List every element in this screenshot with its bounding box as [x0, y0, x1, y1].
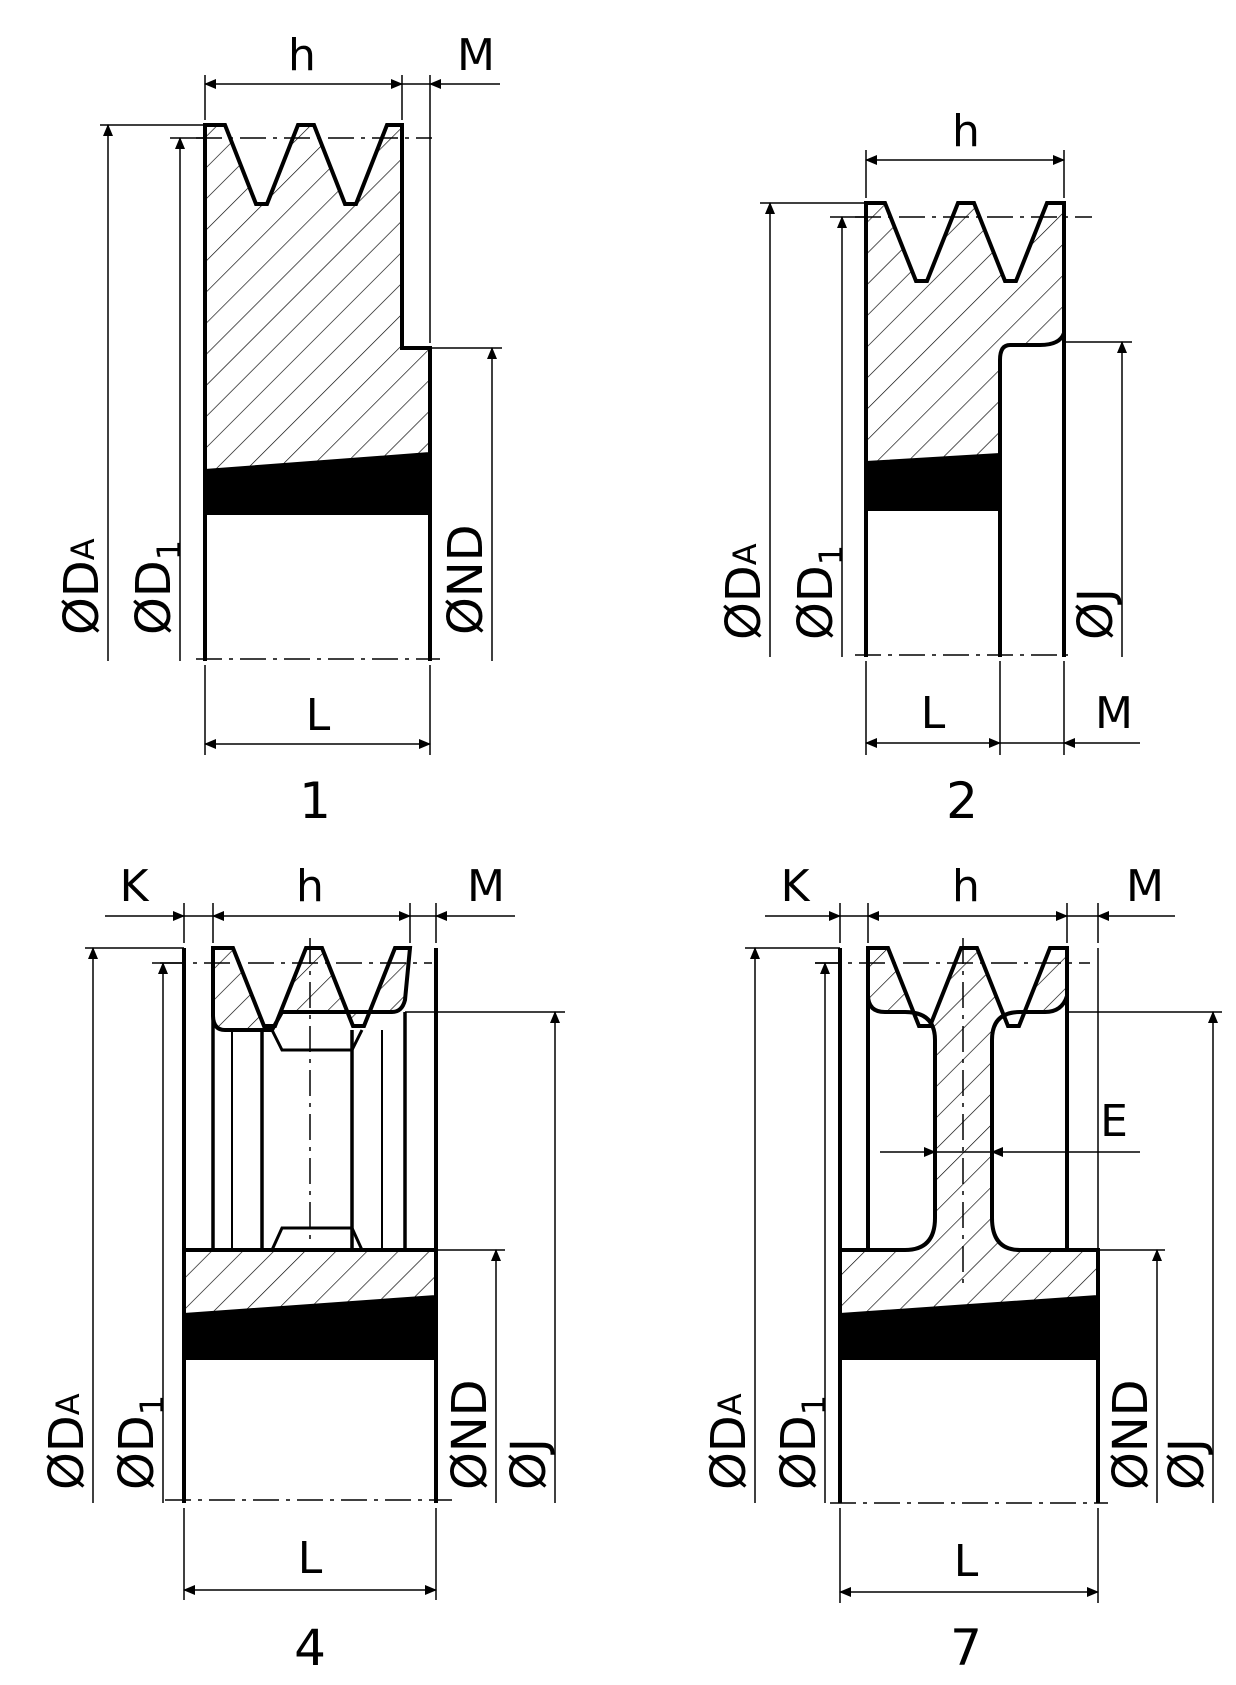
pulley-4-section: [182, 946, 438, 1503]
h-dimension-label: h: [952, 861, 980, 912]
m-dimension-label: M: [1095, 688, 1133, 739]
bushing-4: [184, 1297, 436, 1360]
nd-dimension-label: ØND: [1103, 1379, 1159, 1490]
diagram-2-caption: 2: [946, 772, 978, 830]
diagram-7: K h M E L ØDA ØD1 ØND ØJ 7: [701, 861, 1222, 1677]
l-dimension-label: L: [921, 688, 946, 739]
bushing-2: [866, 455, 1000, 511]
m-dimension-label: M: [457, 30, 495, 81]
h-dimension-label: h: [296, 861, 324, 912]
d1-dimension-label: ØD1: [788, 545, 850, 640]
e-dimension-label: E: [1100, 1096, 1128, 1147]
l-dimension-label: L: [954, 1536, 979, 1587]
j-dimension-label: ØJ: [1159, 1438, 1215, 1490]
d1-dimension-label: ØD1: [771, 1395, 833, 1490]
m-dimension-label: M: [1126, 861, 1164, 912]
diagram-4-caption: 4: [294, 1619, 326, 1677]
bushing-7: [840, 1297, 1098, 1360]
d1-dimension-label: ØD1: [126, 540, 188, 635]
pulley-2-section: [864, 201, 1066, 657]
nd-dimension-label: ØND: [438, 524, 494, 635]
diagram-7-caption: 7: [950, 1619, 982, 1677]
l-dimension-label: L: [306, 690, 331, 741]
nd-dimension-label: ØND: [442, 1379, 498, 1490]
diagram-4: K h M L ØDA ØD1 ØND ØJ 4: [39, 861, 565, 1677]
pulley-1-section: [203, 123, 432, 661]
bushing-1: [205, 454, 430, 515]
j-dimension-label: ØJ: [1068, 588, 1124, 640]
diagram-2: h L M ØDA ØD1 ØJ 2: [716, 106, 1140, 830]
h-dimension-label: h: [952, 106, 980, 157]
da-dimension-label: ØDA: [716, 543, 772, 640]
l-dimension-label: L: [298, 1533, 323, 1584]
h-dimension-label: h: [288, 30, 316, 81]
pulley-7-section: [838, 946, 1100, 1503]
da-dimension-label: ØDA: [701, 1393, 757, 1490]
m-dimension-label: M: [467, 861, 505, 912]
da-dimension-label: ØDA: [54, 538, 110, 635]
da-dimension-label: ØDA: [39, 1393, 95, 1490]
k-dimension-label: K: [120, 861, 150, 912]
d1-dimension-label: ØD1: [109, 1395, 171, 1490]
diagram-1-caption: 1: [299, 772, 331, 830]
j-dimension-label: ØJ: [501, 1438, 557, 1490]
k-dimension-label: K: [781, 861, 811, 912]
diagram-1: h M L ØDA ØD1 ØND 1: [54, 30, 502, 830]
